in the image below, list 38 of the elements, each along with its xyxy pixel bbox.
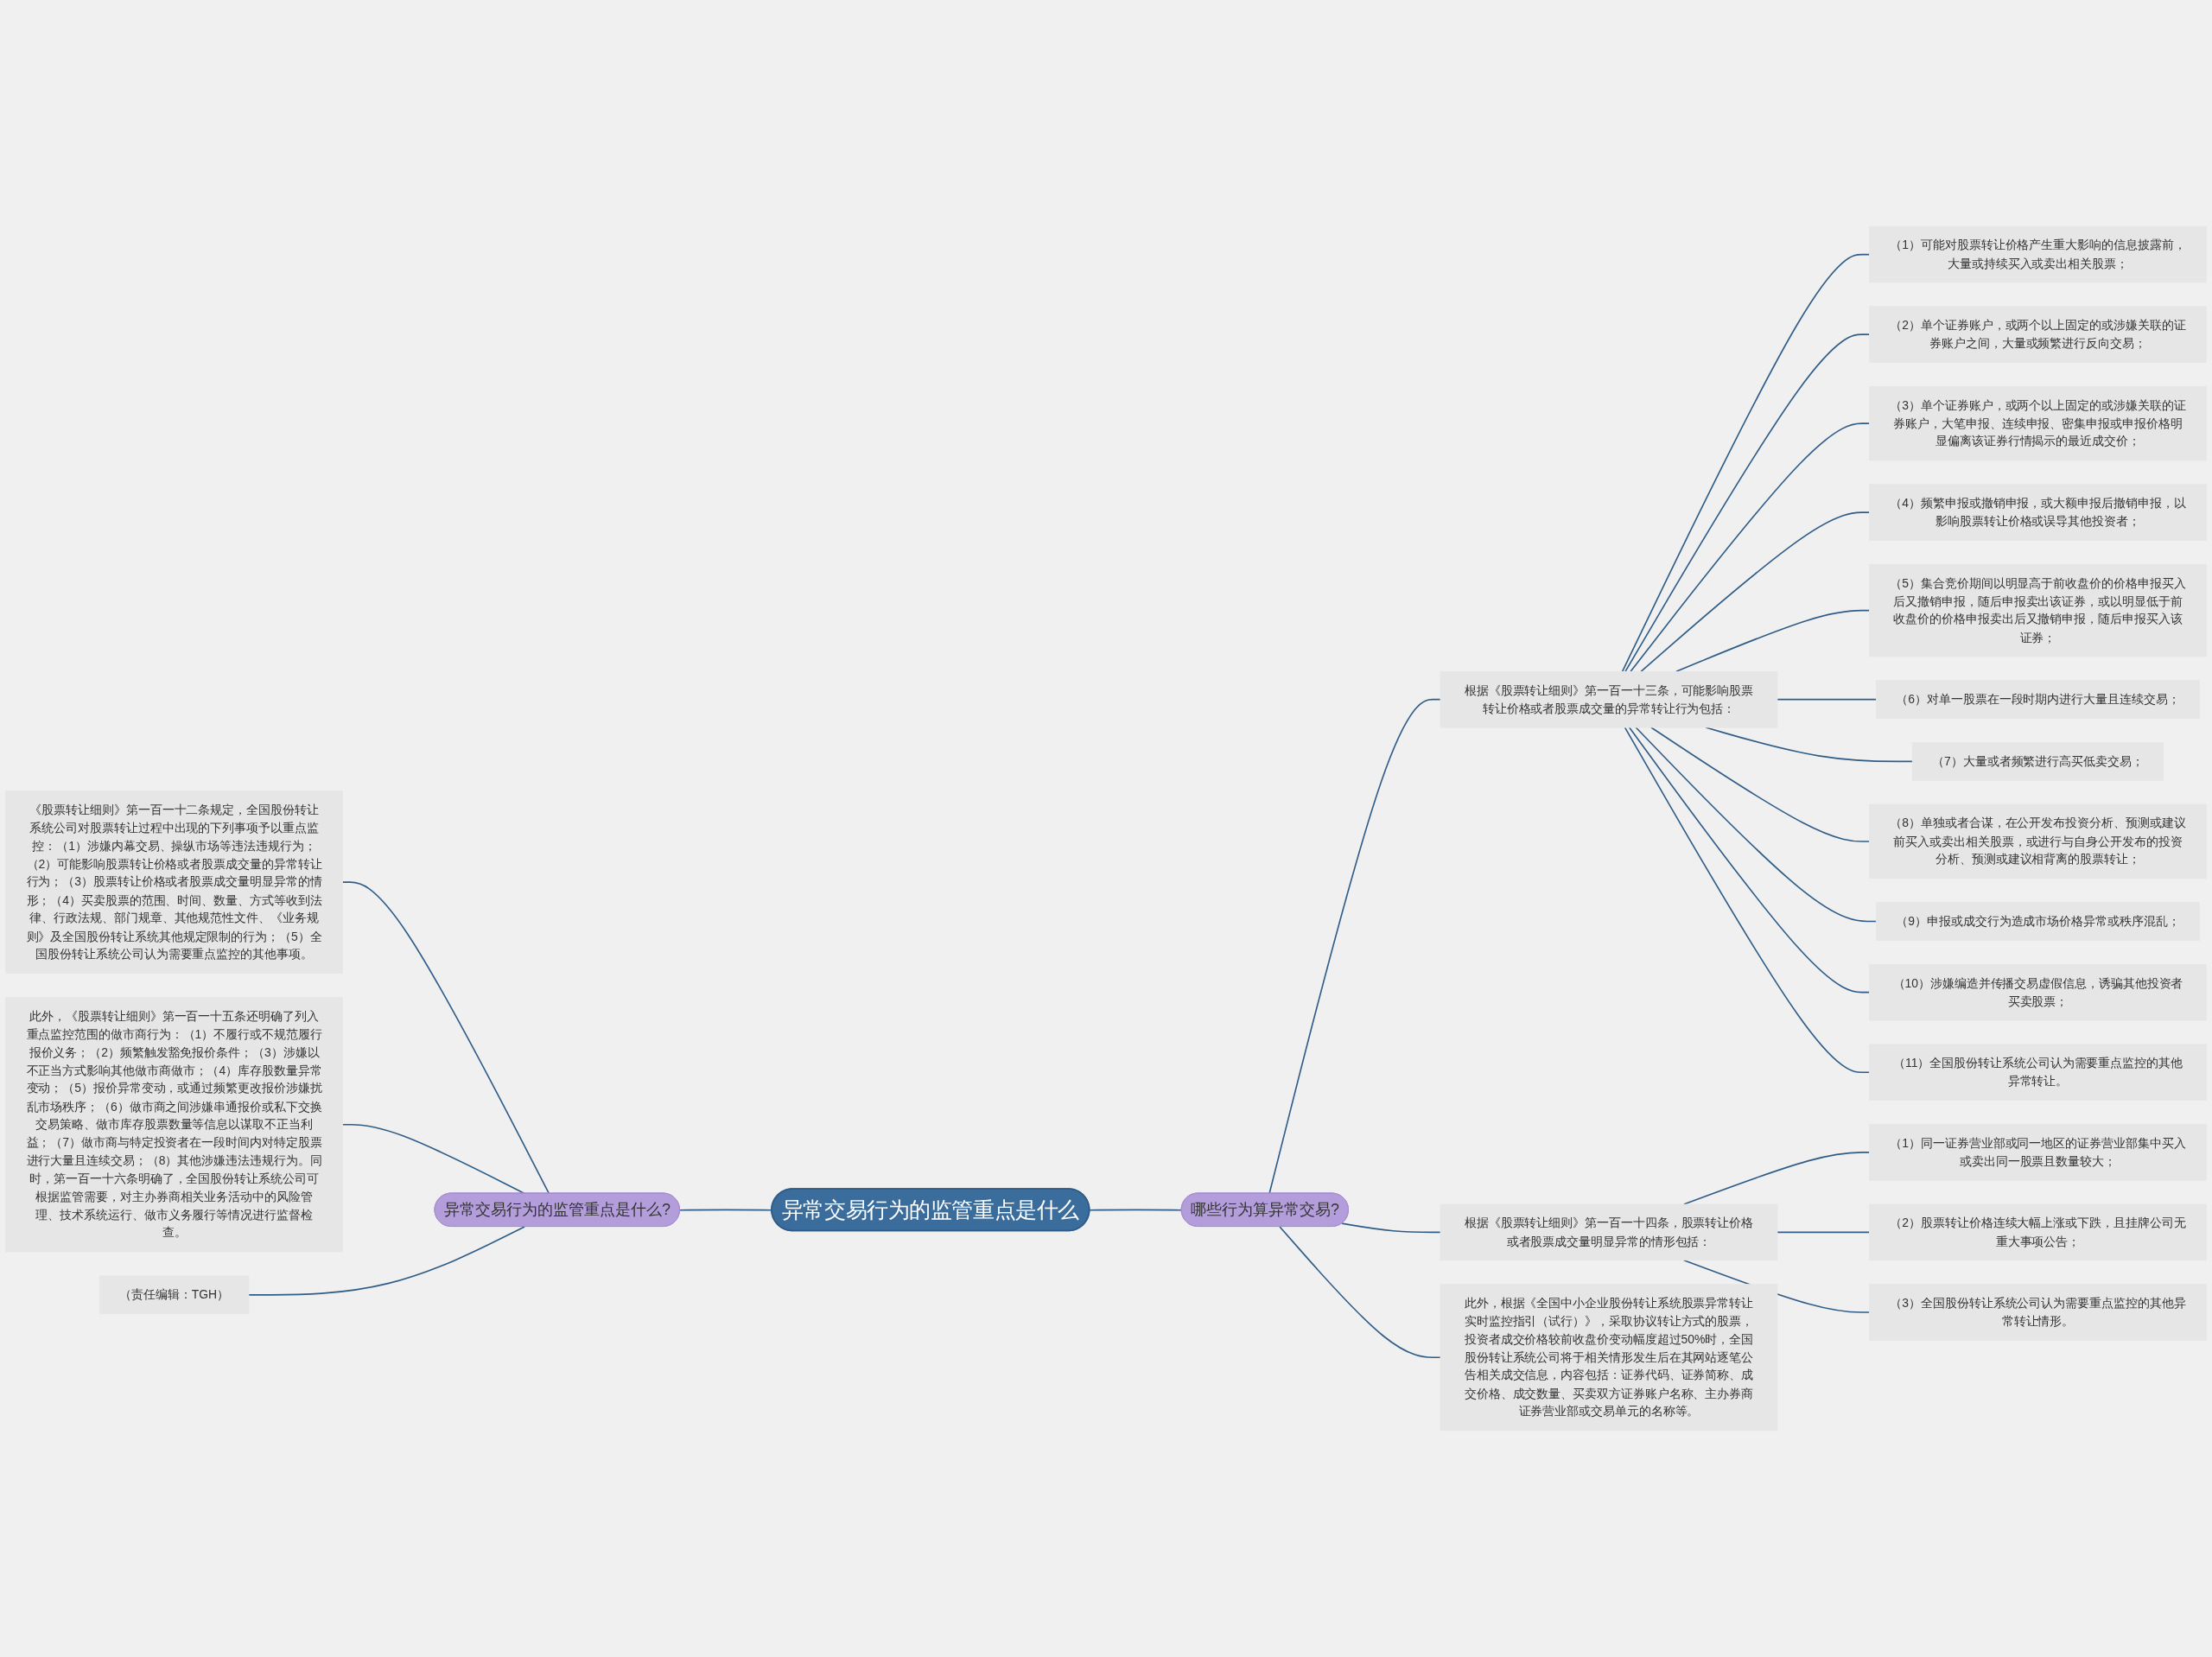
connector <box>248 1226 525 1296</box>
connector <box>1621 253 1871 673</box>
node-box: （2）股票转让价格连续大幅上涨或下跌，且挂牌公司无重大事项公告； <box>1869 1203 2207 1261</box>
node-box: （3）单个证券账户，或两个以上固定的或涉嫌关联的证券账户，大笔申报、连续申报、密集申报或申报价格明显偏离该证券行情揭示的最近成交价； <box>1869 385 2207 461</box>
connector <box>341 881 550 1195</box>
node-box: 此外，《股票转让细则》第一百一十五条还明确了列入重点监控范围的做市商行为：（1）不履行或不规范履行报价义务；（2）频繁触发豁免报价条件；（3）涉嫌以不正当方式影响其他做市商做市；（4）库存股数量异常变动；（5）报价异常变动，或通过频繁更改报价涉嫌扰乱市场秩序；（6）做市商之间涉嫌串通报价或私下交换交易策略、做市库存股票数量等信息以谋取不正当利益；（7）做市商与特定投资者在一段时间内对特定股票进行大量且连续交易；（8）其他涉嫌违法违规行为。同时，第一百一十六条明确了，全国股份转让系统公司可根据监管需要，对主办券商相关业务活动中的风险管理、技术系统运行、做市义务履行等情况进行监督检查。 <box>5 997 343 1253</box>
connector <box>1777 1231 1871 1234</box>
node-box: （6）对单一股票在一段时期内进行大量且连续交易； <box>1876 680 2200 719</box>
node-box: 根据《股票转让细则》第一百一十四条，股票转让价格或者股票成交量明显异常的情形包括： <box>1440 1203 1778 1261</box>
node-box: （责任编辑：TGH） <box>99 1275 250 1315</box>
node-box: 《股票转让细则》第一百一十二条规定，全国股份转让系统公司对股票转让过程中出现的下列事项予以重点监控：（1）涉嫌内幕交易、操纵市场等违法违规行为；（2）可能影响股票转让价格或者股票成交量的异常转让行为；（3）股票转让价格或者股票成交量明显异常的情形；（4）买卖股票的范围、时间、数量、方式等收到法律、行政法规、部门规章、其他规范性文件、《业务规则》及全国股份转让系统其他规定限制的行为；（5）全国股份转让系统公司认为需要重点监控的其他事项。 <box>5 790 343 975</box>
connector <box>1777 698 1878 701</box>
connector <box>1650 727 1871 842</box>
connector <box>1624 333 1871 673</box>
connector <box>1624 727 1871 1074</box>
node-box: （10）涉嫌编造并传播交易虚假信息，诱骗其他投资者买卖股票； <box>1869 963 2207 1021</box>
connector <box>341 1123 525 1195</box>
connector <box>1635 727 1878 923</box>
node-box: （4）频繁申报或撤销申报，或大额申报后撤销申报，以影响股票转让价格或误导其他投资者； <box>1869 484 2207 541</box>
node-box: （1）可能对股票转让价格产生重大影响的信息披露前，大量或持续买入或卖出相关股票； <box>1869 225 2207 283</box>
connector <box>1630 422 1871 673</box>
connector <box>1268 698 1441 1195</box>
node-box: （8）单独或者合谋，在公开发布投资分析、预测或建议前买入或卖出相关股票，或进行与自身公开发布的投资分析、预测或建议相背离的股票转让； <box>1869 803 2207 879</box>
connector <box>1089 1209 1183 1211</box>
node-box: （5）集合竞价期间以明显高于前收盘价的价格申报买入后又撤销申报，随后申报卖出该证券，或以明显低于前收盘价的价格申报卖出后又撤销申报，随后申报买入该证券； <box>1869 564 2207 657</box>
connector <box>1279 1226 1441 1359</box>
connector <box>1628 727 1871 994</box>
node-box: （1）同一证券营业部或同一地区的证券营业部集中买入或卖出同一股票且数量较大； <box>1869 1124 2207 1181</box>
node-box: （2）单个证券账户，或两个以上固定的或涉嫌关联的证券账户之间，大量或频繁进行反向交易； <box>1869 306 2207 363</box>
node-box: （7）大量或者频繁进行高买低卖交易； <box>1911 742 2164 781</box>
node-box: （9）申报或成交行为造成市场价格异常或秩序混乱； <box>1876 902 2200 941</box>
connector <box>1341 1222 1441 1234</box>
node-box: 此外，根据《全国中小企业股份转让系统股票异常转让实时监控指引（试行）》，采取协议转让方式的股票，投资者成交价格较前收盘价变动幅度超过50%时，全国股份转让系统公司将于相关情形发生后在其网站逐笔公告相关成交信息，内容包括：证券代码、证券简称、成交价格、成交数量、买卖双方证券账户名称、主办券商证券营业部或交易单元的名称等。 <box>1440 1284 1778 1432</box>
node-box: （3）全国股份转让系统公司认为需要重点监控的其他异常转让情形。 <box>1869 1284 2207 1341</box>
connector <box>1640 511 1871 673</box>
connector <box>1675 609 1871 673</box>
node-box: 根据《股票转让细则》第一百一十三条，可能影响股票转让价格或者股票成交量的异常转让行为包括： <box>1440 670 1778 728</box>
node-box: （11）全国股份转让系统公司认为需要重点监控的其他异常转让。 <box>1869 1044 2207 1101</box>
